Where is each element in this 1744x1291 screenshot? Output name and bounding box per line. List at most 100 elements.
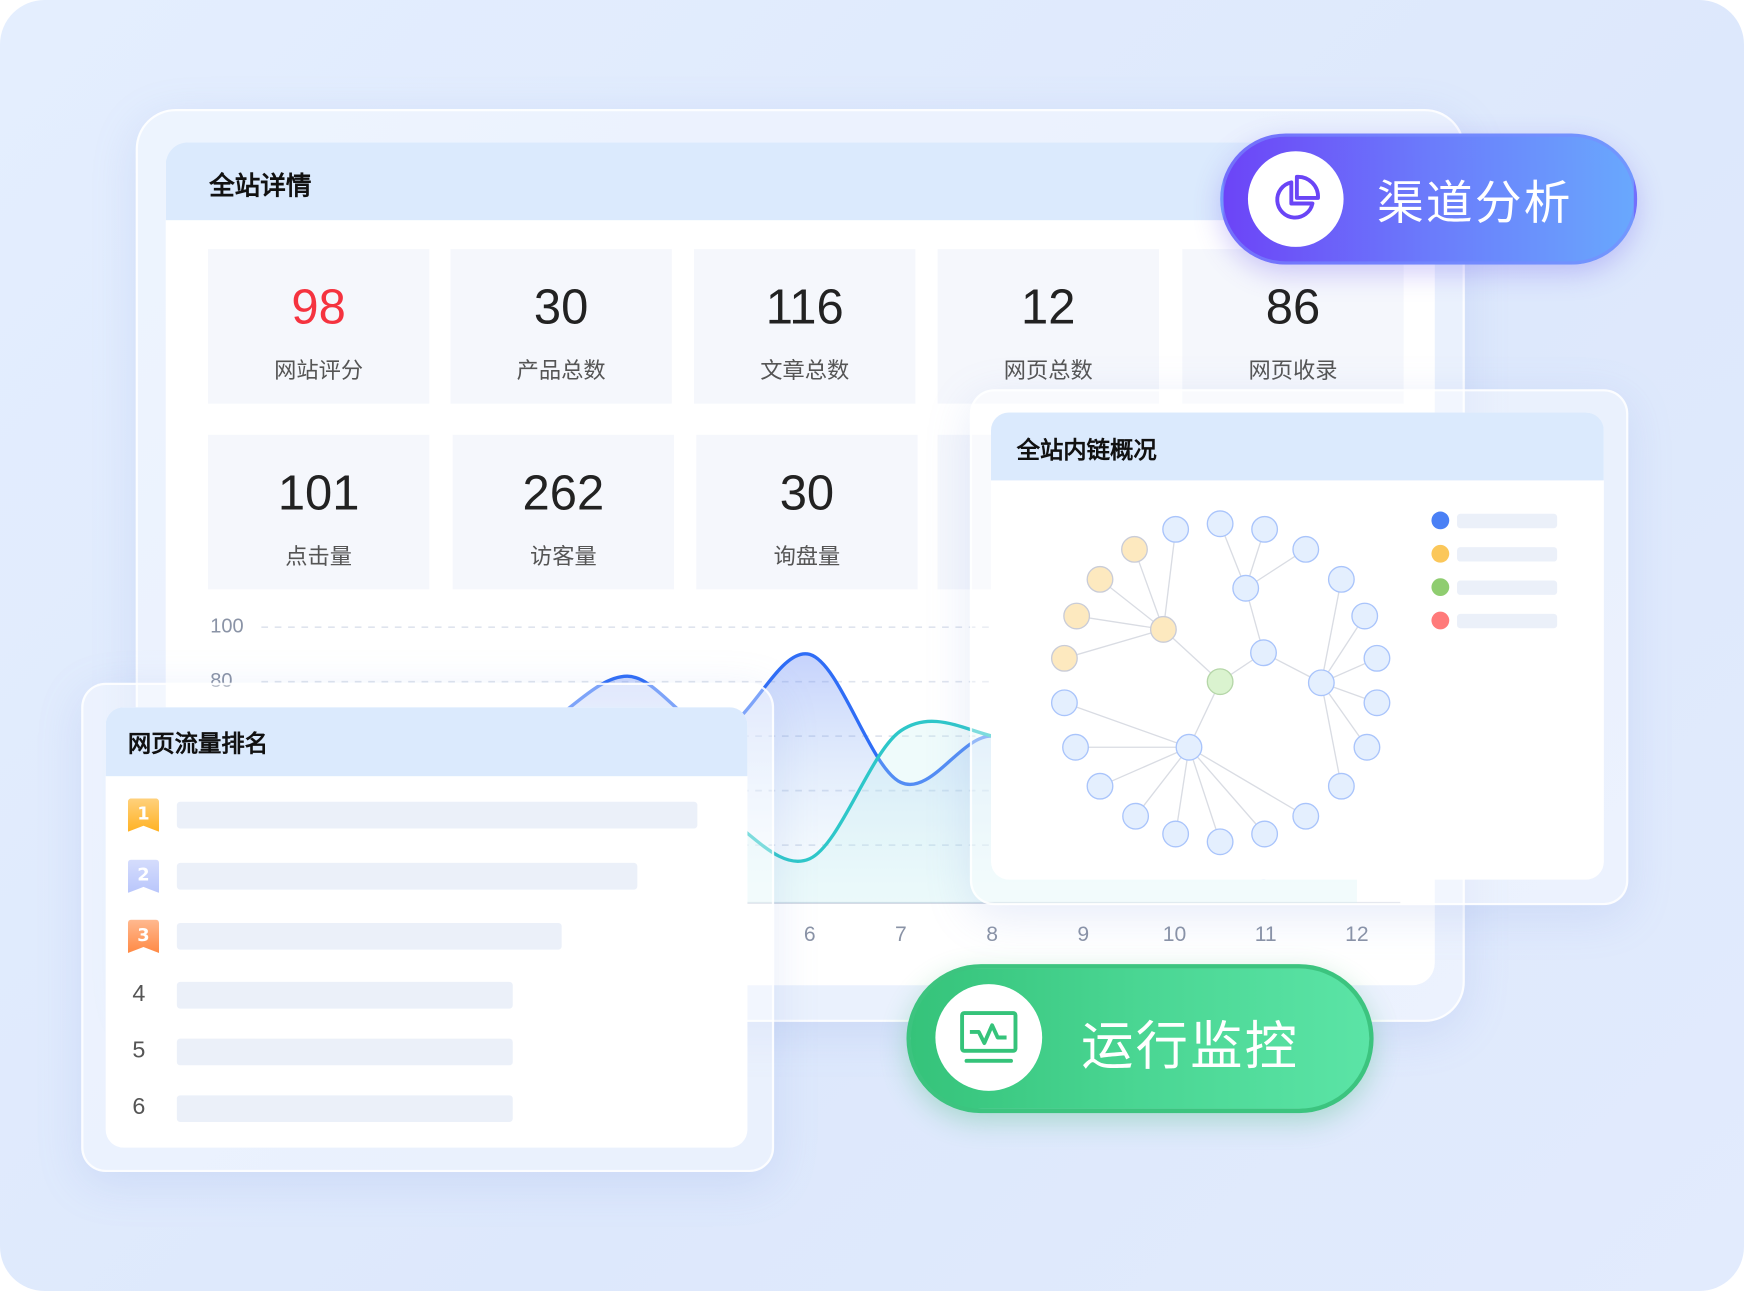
graph-node[interactable] <box>1206 668 1234 696</box>
graph-node[interactable] <box>1250 639 1277 667</box>
graph-edge <box>1064 628 1164 659</box>
stat-card: 30 询盘量 <box>696 434 918 590</box>
x-tick-label: 6 <box>803 922 816 947</box>
graph-edge <box>1133 549 1165 630</box>
ranking-panel: 网页流量排名 1 2 3 4 5 6 <box>105 707 748 1148</box>
rank-number: 6 <box>132 1094 146 1120</box>
graph-node[interactable] <box>1086 772 1114 800</box>
graph-node[interactable] <box>1121 535 1148 563</box>
monitor-icon <box>935 984 1043 1091</box>
x-tick-label: 11 <box>1254 922 1277 947</box>
graph-node[interactable] <box>1232 574 1260 602</box>
stat-value: 262 <box>522 465 605 521</box>
overview-title: 全站详情 <box>209 172 312 202</box>
graph-node[interactable] <box>1292 535 1320 563</box>
channel-analysis-button[interactable]: 渠道分析 <box>1220 133 1638 265</box>
link-graph-title: 全站内链概况 <box>1016 437 1157 464</box>
graph-node[interactable] <box>1206 828 1234 856</box>
rank-number: 4 <box>132 980 146 1007</box>
graph-node[interactable] <box>1149 615 1177 643</box>
stat-value: 30 <box>779 465 835 521</box>
graph-edge <box>1174 747 1190 835</box>
stat-label: 文章总数 <box>760 356 850 384</box>
graph-edge <box>1076 615 1164 631</box>
graph-edge <box>1099 578 1164 630</box>
graph-edge <box>1188 746 1266 835</box>
stat-value: 116 <box>765 280 844 335</box>
stat-value: 101 <box>277 465 360 521</box>
stat-card: 262 访客量 <box>452 434 675 590</box>
graph-node[interactable] <box>1206 510 1234 538</box>
legend-dot <box>1431 511 1450 530</box>
y-tick-label: 100 <box>210 614 244 638</box>
graph-node[interactable] <box>1162 820 1190 848</box>
link-graph-panel: 全站内链概况 <box>991 412 1604 880</box>
stat-label: 询盘量 <box>773 542 841 570</box>
graph-node[interactable] <box>1062 733 1089 761</box>
graph-node[interactable] <box>1063 602 1091 630</box>
stat-card: 12 网页总数 <box>937 249 1159 404</box>
pie-chart-icon <box>1247 151 1344 247</box>
channel-analysis-label: 渠道分析 <box>1376 175 1573 231</box>
graph-node[interactable] <box>1175 733 1203 761</box>
legend-label-placeholder <box>1457 547 1558 562</box>
ranking-title: 网页流量排名 <box>127 730 269 758</box>
stat-label: 网站评分 <box>274 356 364 384</box>
legend-dot <box>1431 544 1450 563</box>
legend-dot <box>1431 578 1450 597</box>
stat-label: 产品总数 <box>516 356 606 384</box>
link-network-graph <box>1050 510 1391 856</box>
stat-card: 86 网页收录 <box>1182 249 1404 404</box>
graph-node[interactable] <box>1050 689 1078 717</box>
rank-badge-icon: 1 <box>127 798 160 832</box>
x-tick-label: 9 <box>1077 922 1090 947</box>
rank-badge-icon: 2 <box>127 859 160 893</box>
graph-edge <box>1320 579 1343 683</box>
graph-node[interactable] <box>1353 733 1381 761</box>
link-graph-header: 全站内链概况 <box>991 412 1604 481</box>
stat-card: 116 文章总数 <box>694 249 916 404</box>
graph-node[interactable] <box>1327 565 1355 593</box>
graph-node[interactable] <box>1251 820 1279 848</box>
legend-label-placeholder <box>1457 613 1558 629</box>
graph-edge <box>1064 702 1190 748</box>
stat-value: 86 <box>1265 280 1321 335</box>
stat-value: 12 <box>1021 280 1076 335</box>
graph-node[interactable] <box>1086 565 1114 593</box>
stat-label: 网页收录 <box>1248 356 1338 384</box>
graph-node[interactable] <box>1251 515 1279 543</box>
rank-number: 5 <box>132 1037 146 1064</box>
legend-label-placeholder <box>1457 513 1558 529</box>
graph-edge <box>1099 746 1190 787</box>
graph-node[interactable] <box>1122 802 1150 830</box>
legend-label-placeholder <box>1457 580 1558 595</box>
y-tick-label: 80 <box>210 669 233 692</box>
graph-node[interactable] <box>1050 644 1078 672</box>
graph-node[interactable] <box>1307 669 1335 697</box>
graph-edge <box>1162 529 1177 630</box>
stat-label: 访客量 <box>529 542 597 570</box>
graph-node[interactable] <box>1351 602 1379 630</box>
legend-dot <box>1431 611 1450 630</box>
graph-node[interactable] <box>1292 802 1320 830</box>
graph-node[interactable] <box>1363 644 1391 672</box>
rank-bar <box>176 1038 513 1066</box>
x-tick-label: 7 <box>895 922 907 947</box>
run-monitor-button[interactable]: 运行监控 <box>906 964 1374 1114</box>
rank-bar <box>176 801 698 829</box>
stat-value: 98 <box>291 280 346 335</box>
stat-label: 网页总数 <box>1003 356 1093 384</box>
rank-badge-icon: 3 <box>127 919 160 953</box>
rank-bar <box>176 1095 513 1123</box>
graph-node[interactable] <box>1363 689 1391 717</box>
graph-node[interactable] <box>1162 515 1190 543</box>
graph-edge <box>1320 682 1343 787</box>
x-tick-label: 12 <box>1345 922 1369 947</box>
rank-bar <box>176 862 638 890</box>
stat-card: 98 网站评分 <box>207 249 430 404</box>
graph-node[interactable] <box>1327 772 1355 800</box>
x-tick-label: 10 <box>1162 922 1187 947</box>
